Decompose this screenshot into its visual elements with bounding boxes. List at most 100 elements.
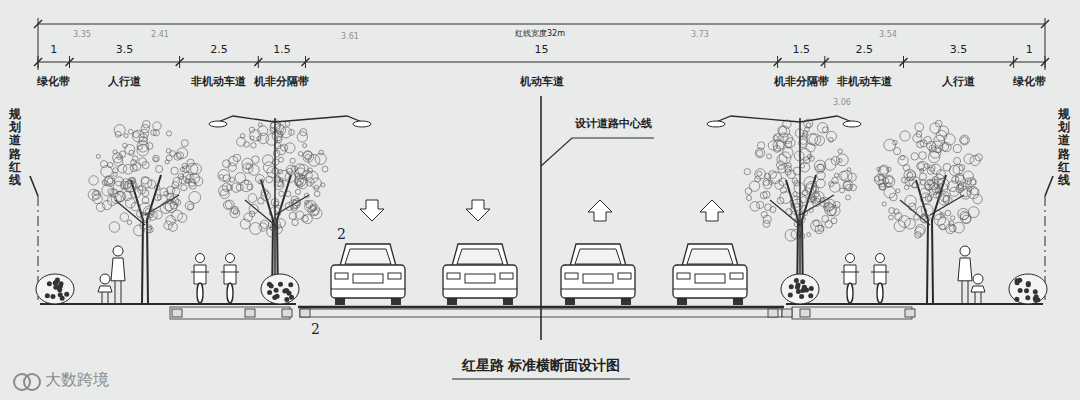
car-window <box>345 249 391 264</box>
bicycle <box>197 283 203 303</box>
car-body <box>340 244 396 266</box>
tree-leaf <box>919 173 926 180</box>
tree-leaf <box>118 164 127 173</box>
dimension-tick <box>821 58 829 66</box>
shrub-leaf <box>809 286 814 291</box>
tree-leaf <box>850 184 857 191</box>
tree-leaf <box>749 181 759 191</box>
tree-leaf <box>242 158 253 169</box>
tree-leaf <box>308 154 320 166</box>
watermark-logo <box>24 374 40 390</box>
pavement-base <box>792 307 912 319</box>
bicycle <box>877 283 883 303</box>
tree-leaf <box>293 198 300 205</box>
car-body <box>570 244 626 266</box>
tree-leaf <box>139 134 147 142</box>
tree-leaf <box>815 136 825 146</box>
cyclist <box>221 272 239 273</box>
tree-leaf <box>841 170 852 181</box>
tree-leaf <box>296 181 302 187</box>
pedestrian <box>968 281 969 304</box>
tree-leaf <box>779 126 790 137</box>
tree-leaf <box>827 207 836 216</box>
car-light <box>447 273 460 279</box>
tree-leaf <box>114 125 125 136</box>
tree-leaf <box>760 192 767 199</box>
tree-leaf <box>220 189 229 198</box>
tree-leaf <box>251 143 256 148</box>
shrub-leaf <box>50 294 55 299</box>
tree-leaf <box>832 177 838 183</box>
tree-leaf <box>930 147 941 158</box>
shrub-leaf <box>64 292 69 297</box>
tree-leaf <box>785 229 797 241</box>
shrub-leaf <box>59 281 64 286</box>
tree-leaf <box>765 204 772 211</box>
tree-leaf <box>237 137 246 146</box>
tree-leaf <box>164 221 173 230</box>
tree-leaf <box>303 152 314 163</box>
dimension-tick <box>1041 20 1049 28</box>
tree-leaf <box>249 211 255 217</box>
tree-leaf <box>930 123 941 134</box>
tree-leaf <box>934 214 946 226</box>
shrub-leaf <box>284 288 289 293</box>
tree-leaf <box>757 171 762 176</box>
tree-leaf <box>147 226 153 232</box>
tree-leaf <box>817 123 827 133</box>
tree-leaf <box>959 165 965 171</box>
tree-leaf <box>838 149 843 154</box>
tree-leaf <box>807 233 811 237</box>
cyclist <box>196 254 205 263</box>
tree-leaf <box>189 192 201 204</box>
tree-leaf <box>261 189 268 196</box>
tree-trunk <box>147 175 161 303</box>
shrub <box>781 274 819 304</box>
tree-leaf <box>900 131 910 141</box>
tree-leaf <box>175 200 181 206</box>
shrub-leaf <box>1017 278 1022 283</box>
tree-leaf <box>949 221 954 226</box>
dimension-value: 1 <box>1025 44 1034 57</box>
tree-leaf <box>943 195 950 202</box>
tree-leaf <box>828 137 833 142</box>
tree-leaf <box>833 201 840 208</box>
tree-leaf <box>931 141 942 152</box>
tree-leaf <box>919 152 927 160</box>
tree-leaf <box>825 221 832 228</box>
tree-leaf <box>113 153 123 163</box>
tree-leaf <box>839 171 848 180</box>
pedestrian <box>102 292 103 304</box>
tree-leaf <box>142 190 149 197</box>
dimension-value: 3.5 <box>115 44 135 57</box>
lane-name: 机非分隔带 <box>253 76 310 89</box>
tree-leaf <box>808 196 815 203</box>
tree-leaf <box>797 195 808 206</box>
pedestrian <box>975 292 976 304</box>
center-line <box>540 96 542 340</box>
lane-name: 非机动车道 <box>836 76 893 89</box>
pedestrian <box>108 292 109 304</box>
pedestrian <box>971 286 985 292</box>
tree-leaf <box>921 204 933 216</box>
tree-leaf <box>140 203 152 215</box>
shrub-leaf <box>799 294 804 299</box>
tree-leaf <box>276 125 286 135</box>
tree-leaf <box>142 161 149 168</box>
tree-leaf <box>793 192 797 196</box>
shrub-leaf <box>275 294 280 299</box>
tree-leaf <box>100 161 107 168</box>
pedestrian <box>111 258 125 281</box>
tree-leaf <box>153 155 160 162</box>
shrub-leaf <box>1024 288 1029 293</box>
tree-leaf <box>777 161 785 169</box>
tree-leaf <box>960 213 971 224</box>
lane-name: 绿化带 <box>1012 76 1047 89</box>
tree-leaf <box>779 152 791 164</box>
dimension-tick <box>254 58 262 66</box>
pedestrian <box>962 281 963 304</box>
tree-leaf <box>935 120 942 127</box>
pedestrian <box>98 286 112 292</box>
car-grille <box>583 274 613 283</box>
tree-leaf <box>936 148 941 153</box>
